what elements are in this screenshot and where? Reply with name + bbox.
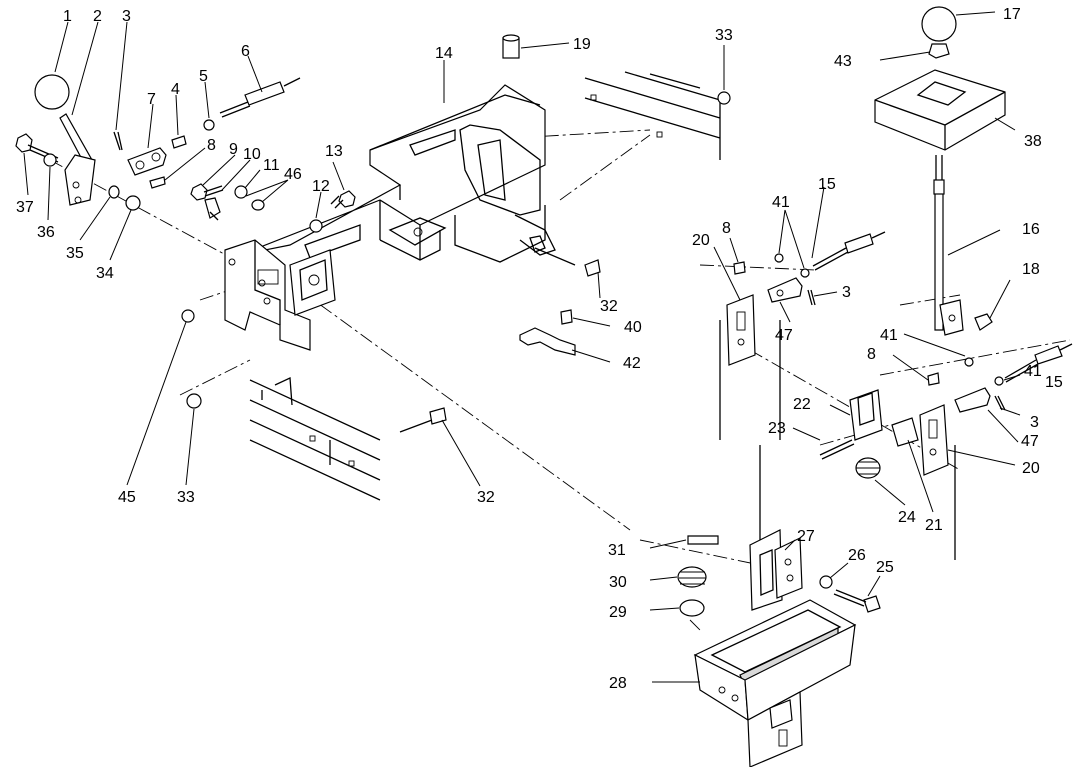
callout-35: 35 [66, 245, 84, 262]
right-linkage-upper [719, 231, 886, 440]
callout-22: 22 [793, 396, 811, 413]
callout-45: 45 [118, 489, 136, 506]
callout-41-lower: 41 [1024, 363, 1042, 380]
callout-18: 18 [1022, 261, 1040, 278]
callout-20-lower: 20 [1022, 460, 1040, 477]
callout-4: 4 [171, 81, 180, 98]
callout-16: 16 [1022, 221, 1040, 238]
callout-28: 28 [609, 675, 627, 692]
callout-33-top: 33 [715, 27, 733, 44]
callout-12: 12 [312, 178, 330, 195]
callout-32-lower: 32 [477, 489, 495, 506]
knob-1 [34, 74, 70, 110]
callout-36: 36 [37, 224, 55, 241]
callout-5: 5 [199, 68, 208, 85]
callout-33-lower: 33 [177, 489, 195, 506]
callout-27: 27 [797, 528, 815, 545]
callout-15-upper: 15 [818, 176, 836, 193]
tray-28 [693, 599, 857, 767]
frame-rail-upper [584, 71, 721, 160]
callout-labels: 1 2 3 6 5 4 7 8 9 10 11 46 12 13 14 19 3… [16, 6, 1063, 692]
callout-24: 24 [898, 509, 916, 526]
callout-6: 6 [241, 43, 250, 60]
callout-38: 38 [1024, 133, 1042, 150]
callout-3-mid: 3 [842, 284, 851, 301]
shift-rod-16 [933, 155, 993, 336]
callout-47-lower: 47 [1021, 433, 1039, 450]
centerlines [49, 129, 1071, 631]
center-bracket-assembly [239, 84, 576, 266]
callout-15-lower: 15 [1045, 374, 1063, 391]
callout-8-mid: 8 [722, 220, 731, 237]
callout-25: 25 [876, 559, 894, 576]
callout-42: 42 [623, 355, 641, 372]
callout-10: 10 [243, 146, 261, 163]
callout-7: 7 [147, 91, 156, 108]
callout-40: 40 [624, 319, 642, 336]
callout-20-upper: 20 [692, 232, 710, 249]
leader-lines [23, 11, 1021, 683]
callout-41-mid: 41 [880, 327, 898, 344]
shift-lever-2 [59, 113, 96, 206]
callout-37: 37 [16, 199, 34, 216]
callout-47-upper: 47 [775, 327, 793, 344]
callout-9: 9 [229, 141, 238, 158]
callout-1: 1 [63, 8, 72, 25]
left-mount-plate [224, 239, 336, 351]
callout-8-lower: 8 [867, 346, 876, 363]
boot-38 [874, 69, 1006, 151]
callout-13: 13 [325, 143, 343, 160]
callout-26: 26 [848, 547, 866, 564]
callout-2: 2 [93, 8, 102, 25]
callout-41-upper: 41 [772, 194, 790, 211]
callout-46: 46 [284, 166, 302, 183]
callout-31: 31 [608, 542, 626, 559]
callout-43: 43 [834, 53, 852, 70]
callout-32-upper: 32 [600, 298, 618, 315]
callout-3: 3 [122, 8, 131, 25]
callout-3-lower: 3 [1030, 414, 1039, 431]
pivot-bracket-27 [749, 529, 803, 611]
callout-21: 21 [925, 517, 943, 534]
callout-14: 14 [435, 45, 453, 62]
callout-8: 8 [207, 137, 216, 154]
callout-19: 19 [573, 36, 591, 53]
small-parts-left [15, 34, 731, 433]
right-linkage-lower [759, 343, 1073, 560]
knob-17 [921, 6, 957, 59]
callout-30: 30 [609, 574, 627, 591]
small-parts-bottom [677, 535, 881, 617]
callout-11: 11 [263, 157, 280, 174]
callout-17: 17 [1003, 6, 1021, 23]
callout-34: 34 [96, 265, 114, 282]
callout-29: 29 [609, 604, 627, 621]
frame-rail-lower [249, 377, 381, 501]
callout-23: 23 [768, 420, 786, 437]
